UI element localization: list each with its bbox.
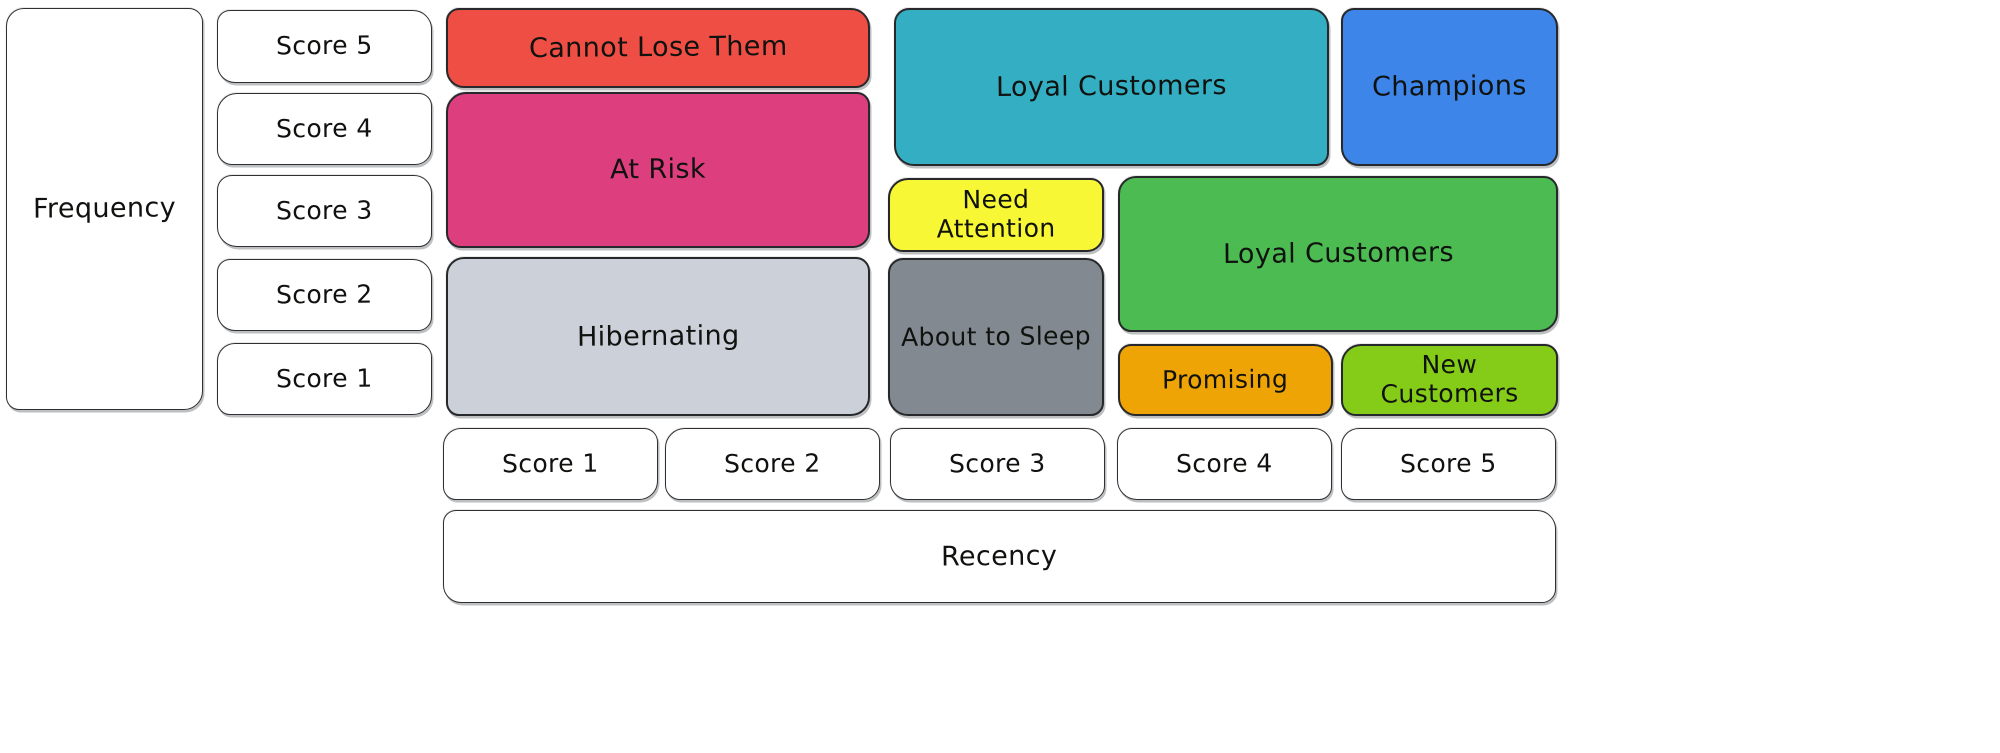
recency-score-4-label: Score 4 (1176, 448, 1273, 479)
segment-champions-label: Champions (1371, 70, 1528, 104)
recency-score-3[interactable]: Score 3 (890, 428, 1105, 500)
segment-new-customers-label: New Customers (1380, 350, 1519, 409)
segment-hibernating[interactable]: Hibernating (446, 257, 870, 416)
segment-champions[interactable]: Champions (1341, 8, 1558, 166)
recency-score-1[interactable]: Score 1 (443, 428, 658, 500)
recency-score-2-label: Score 2 (724, 448, 821, 479)
segment-promising[interactable]: Promising (1118, 344, 1333, 416)
recency-score-5-label: Score 5 (1400, 448, 1497, 479)
segment-about-to-sleep[interactable]: About to Sleep (888, 258, 1104, 416)
frequency-score-4-label: Score 4 (276, 113, 373, 144)
recency-score-5[interactable]: Score 5 (1341, 428, 1556, 500)
segment-cannot-lose-them-label: Cannot Lose Them (528, 31, 788, 65)
frequency-score-2[interactable]: Score 2 (217, 259, 432, 331)
frequency-axis-label: Frequency (6, 8, 203, 410)
frequency-score-4[interactable]: Score 4 (217, 93, 432, 165)
segment-new-customers[interactable]: New Customers (1341, 344, 1558, 416)
recency-score-3-label: Score 3 (949, 448, 1046, 479)
frequency-score-2-label: Score 2 (276, 279, 373, 310)
recency-score-1-label: Score 1 (502, 448, 599, 479)
recency-score-4[interactable]: Score 4 (1117, 428, 1332, 500)
frequency-score-5[interactable]: Score 5 (217, 10, 432, 83)
segment-about-to-sleep-label: About to Sleep (900, 320, 1092, 352)
recency-axis-label-text: Recency (941, 540, 1058, 573)
segment-loyal-customers-teal-label: Loyal Customers (995, 70, 1228, 104)
segment-loyal-customers-green[interactable]: Loyal Customers (1118, 176, 1558, 332)
segment-hibernating-label: Hibernating (576, 320, 740, 353)
recency-axis-label: Recency (443, 510, 1556, 603)
recency-score-2[interactable]: Score 2 (665, 428, 880, 500)
segment-cannot-lose-them[interactable]: Cannot Lose Them (446, 8, 870, 88)
segment-at-risk[interactable]: At Risk (446, 92, 870, 248)
segment-need-attention-label: Need Attention (936, 184, 1056, 244)
frequency-score-1-label: Score 1 (276, 363, 373, 394)
segment-at-risk-label: At Risk (609, 154, 707, 186)
segment-promising-label: Promising (1162, 364, 1289, 395)
segment-need-attention[interactable]: Need Attention (888, 178, 1104, 252)
frequency-score-3-label: Score 3 (276, 195, 373, 226)
segment-loyal-customers-teal[interactable]: Loyal Customers (894, 8, 1329, 166)
frequency-score-3[interactable]: Score 3 (217, 175, 432, 247)
frequency-axis-label-text: Frequency (32, 192, 177, 226)
frequency-score-5-label: Score 5 (276, 30, 373, 61)
frequency-score-1[interactable]: Score 1 (217, 343, 432, 415)
segment-loyal-customers-green-label: Loyal Customers (1222, 237, 1454, 271)
